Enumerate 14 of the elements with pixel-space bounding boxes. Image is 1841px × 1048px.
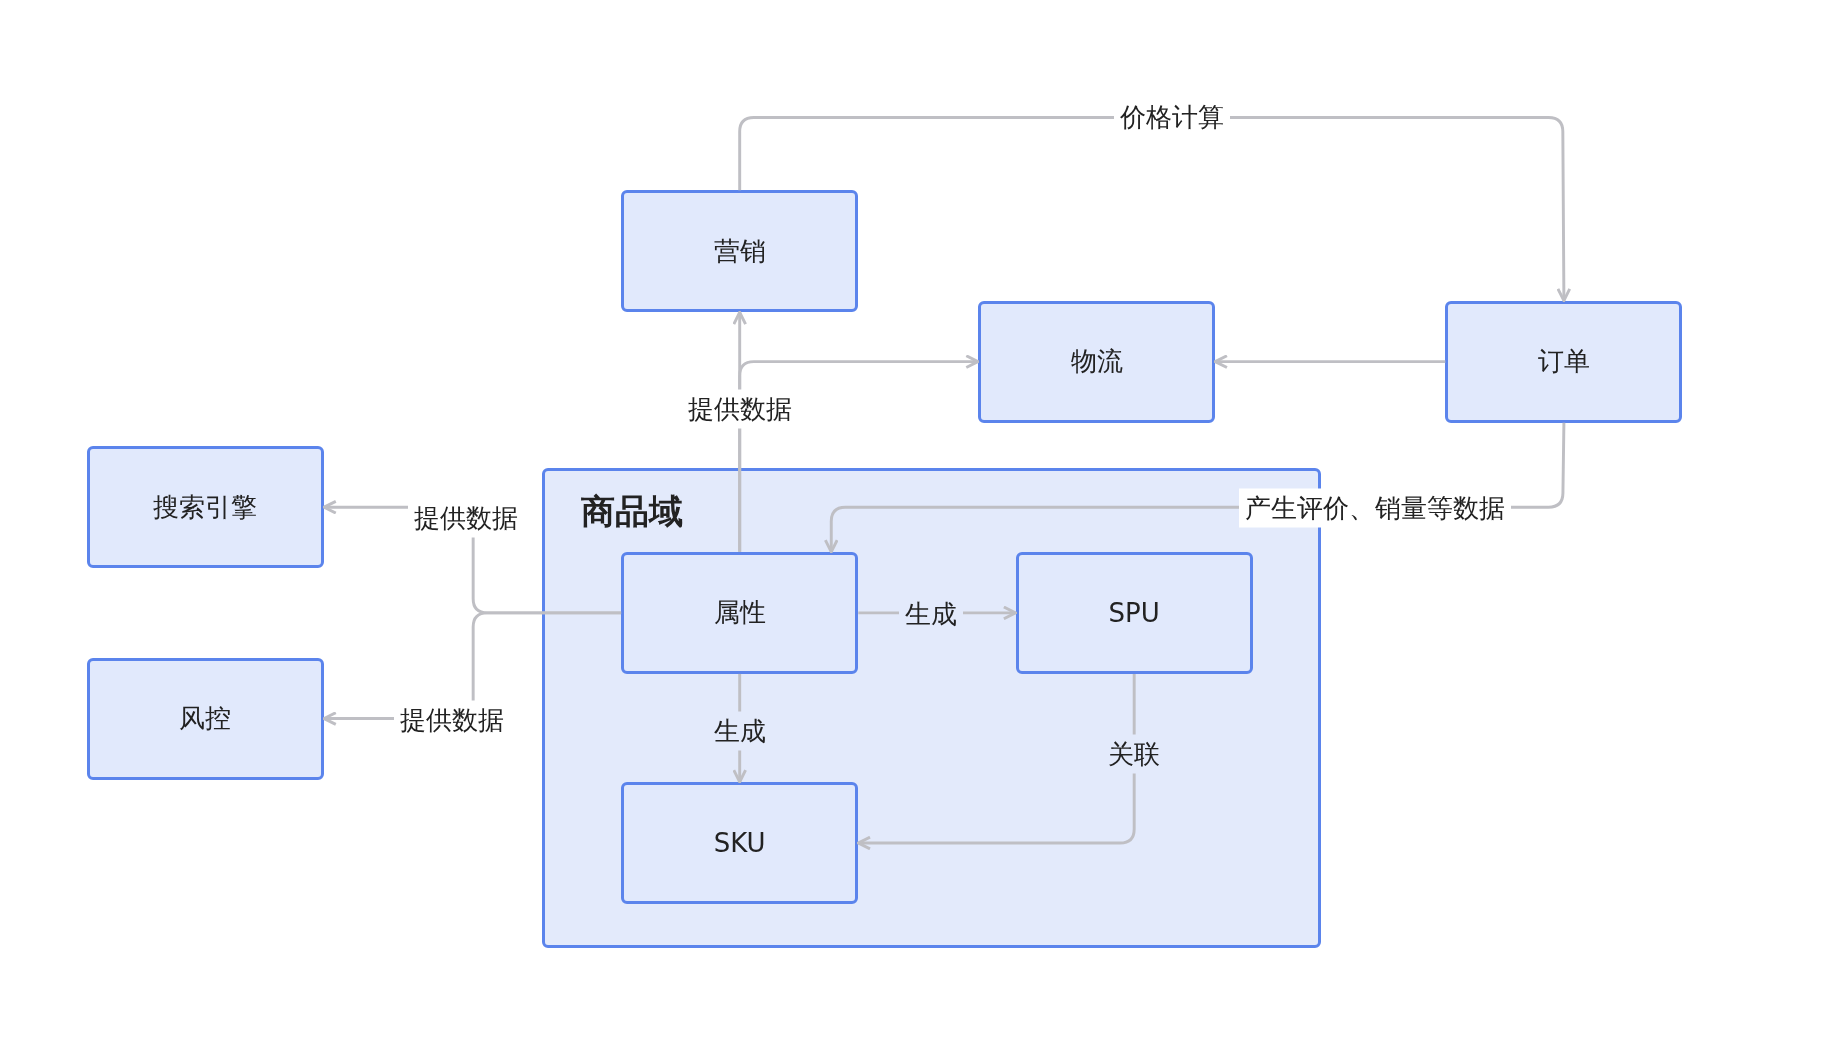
process-box: 物流 [978, 300, 1216, 423]
process-box: 搜索引擎 [86, 446, 325, 569]
arrow [856, 673, 1136, 851]
process-box: 营销 [621, 190, 859, 313]
arrow [738, 115, 1572, 303]
edge-label: 产生评价、销量等数据 [1238, 488, 1511, 528]
arrow [1213, 354, 1446, 369]
process-box: SKU [621, 781, 859, 905]
process-box: 订单 [1445, 300, 1683, 423]
process-box: SPU [1015, 551, 1253, 674]
panel-title: 商品域 [581, 490, 684, 534]
arrow [738, 354, 980, 552]
process-box: 风控 [86, 657, 325, 780]
process-box: 属性 [621, 551, 859, 674]
